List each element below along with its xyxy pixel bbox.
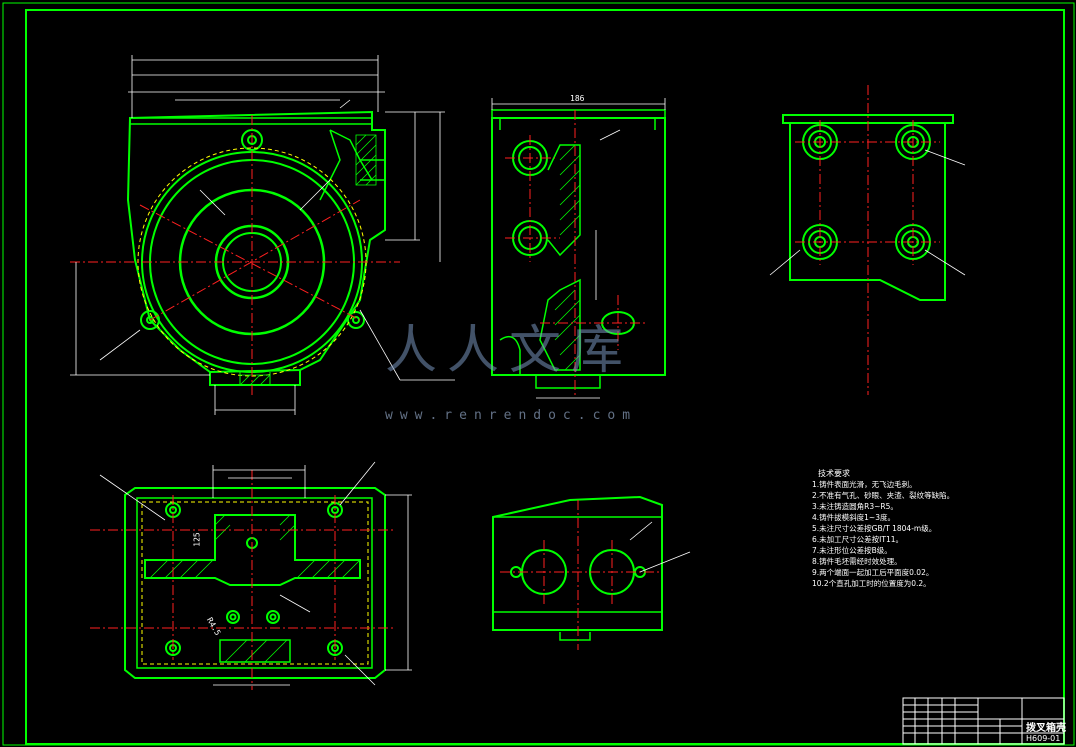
front-view-centerlines xyxy=(70,115,400,395)
tech-note-line: 5.未注尺寸公差按GB/T 1804-m级。 xyxy=(812,524,937,533)
tech-notes-title: 技术要求 xyxy=(818,469,850,478)
watermark-url: www.renrendoc.com xyxy=(385,408,638,423)
side-view-hatch xyxy=(554,144,581,371)
rear-view-centerlines xyxy=(795,85,940,395)
tech-note-line: 7.未注形位公差按B级。 xyxy=(812,546,892,555)
tech-note-line: 3.未注铸造圆角R3~R5。 xyxy=(812,502,898,511)
front-view-hatch xyxy=(239,134,377,386)
watermark-text: 人人文库 xyxy=(385,321,634,381)
top-view-hatch xyxy=(149,514,361,663)
side-view-dimensions xyxy=(491,98,666,399)
top-view xyxy=(124,487,386,679)
tech-note-line: 4.铸件拔模斜度1~3度。 xyxy=(812,513,895,522)
tech-note-line: 9.两个端面一起加工后平面度0.02。 xyxy=(812,568,934,577)
title-block xyxy=(902,697,1065,745)
top-view-dashed xyxy=(141,501,369,665)
bottom-view-dimensions xyxy=(629,521,691,573)
front-view-dimensions xyxy=(70,55,455,415)
bottom-view-centerlines xyxy=(500,500,660,650)
tech-note-line: 8.铸件毛坯需经时效处理。 xyxy=(812,557,902,566)
top-view-centerlines xyxy=(90,470,395,690)
part-name: 拨叉箱壳 xyxy=(1026,723,1066,734)
top-width-dimension: 186 xyxy=(570,94,585,103)
drawing-code: H609-01 xyxy=(1026,734,1061,743)
left-dimension: 125 xyxy=(192,532,202,547)
top-view-dimensions xyxy=(99,461,412,686)
tech-note-line: 1.铸件表面光滑，无飞边毛刺。 xyxy=(812,480,917,489)
side-view-centerlines xyxy=(505,110,645,395)
tech-note-line: 2.不准有气孔、砂眼、夹渣、裂纹等缺陷。 xyxy=(812,491,955,500)
tech-note-line: 10.2个直孔加工时的位置度为0.2。 xyxy=(812,579,931,588)
rear-view-dimensions xyxy=(769,149,966,276)
tech-note-line: 6.未加工尺寸公差按IT11。 xyxy=(812,535,903,544)
front-view xyxy=(126,110,386,386)
